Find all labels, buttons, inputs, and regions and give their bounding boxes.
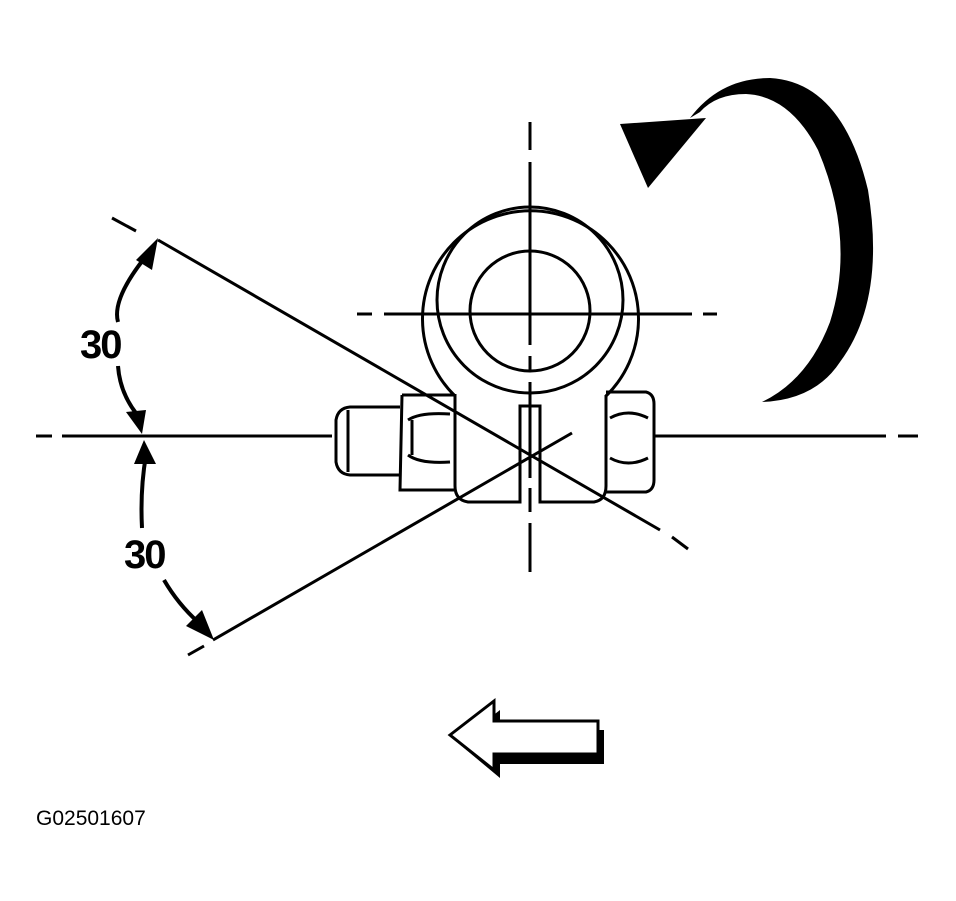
lower-dimension-arrow-bottom [186,610,214,640]
bolt-shank [334,405,400,477]
curved-arrow-counterclockwise-icon [620,78,874,402]
upper-dimension-arrow-bottom [126,410,146,434]
upper-angle-line [111,216,689,551]
right-nut [606,390,656,494]
clamp-eye [421,205,640,398]
lower-dimension-arrow-top [134,440,156,464]
upper-dimension-arrow-top [136,238,158,270]
clamp-body [453,394,608,504]
upper-angle-dimension [115,258,145,420]
figure-id: G02501607 [36,807,146,830]
left-nut [398,393,455,492]
lower-angle-line [187,431,573,657]
upper-angle-label: 30 [80,323,121,367]
lower-angle-label: 30 [124,533,165,577]
left-arrow-icon [447,697,604,778]
